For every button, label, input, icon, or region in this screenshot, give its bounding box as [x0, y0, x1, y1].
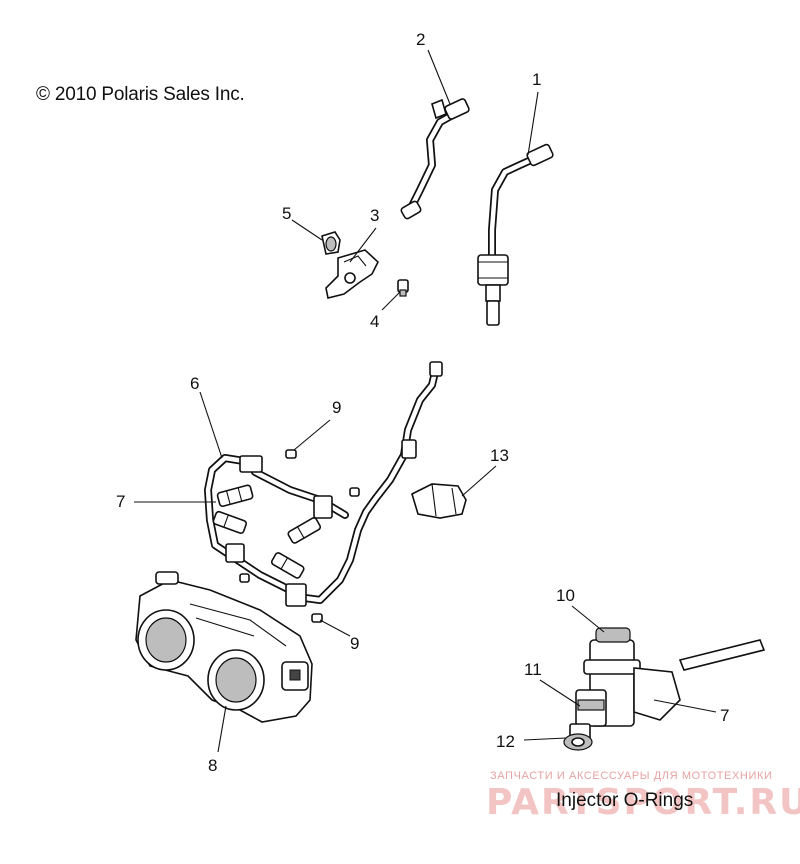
callout-7-detail: 7: [720, 706, 730, 725]
copyright-text: © 2010 Polaris Sales Inc.: [36, 84, 245, 105]
callout-5: 5: [282, 204, 292, 223]
callout-9-lower: 9: [350, 634, 360, 653]
part-1-fuel-hose-filter: [477, 143, 554, 326]
callout-6: 6: [190, 374, 200, 393]
detail-injector-o-rings: [563, 627, 766, 751]
part-6-fuel-rail: [204, 361, 443, 607]
callout-10: 10: [556, 586, 575, 605]
callout-13: 13: [490, 446, 509, 465]
watermark-brand: PARTSPORT.RU: [486, 782, 800, 823]
callout-2: 2: [416, 30, 426, 49]
callout-1: 1: [532, 70, 542, 89]
callout-4: 4: [370, 312, 380, 331]
callout-11: 11: [524, 660, 542, 679]
watermark-tagline: ЗАПЧАСТИ И АКСЕССУАРЫ ДЛЯ МОТОТЕХНИКИ: [490, 770, 773, 782]
callout-9-upper: 9: [332, 398, 342, 417]
part-3-bracket: [325, 249, 379, 299]
part-2-fuel-hose: [400, 98, 470, 220]
callout-3: 3: [370, 206, 380, 225]
part-13-clamp: [411, 483, 467, 519]
part-7-injectors: [212, 484, 322, 579]
leader-lines: [134, 49, 717, 753]
part-9-screws: [239, 449, 360, 623]
part-8-throttle-body: [135, 571, 313, 723]
callout-12: 12: [496, 732, 515, 751]
part-4-screw: [397, 279, 409, 297]
part-5-clip: [321, 231, 341, 255]
injector-o-rings-caption: Injector O-Rings: [556, 790, 694, 811]
callout-7-rail: 7: [116, 492, 126, 511]
callout-8: 8: [208, 756, 218, 775]
